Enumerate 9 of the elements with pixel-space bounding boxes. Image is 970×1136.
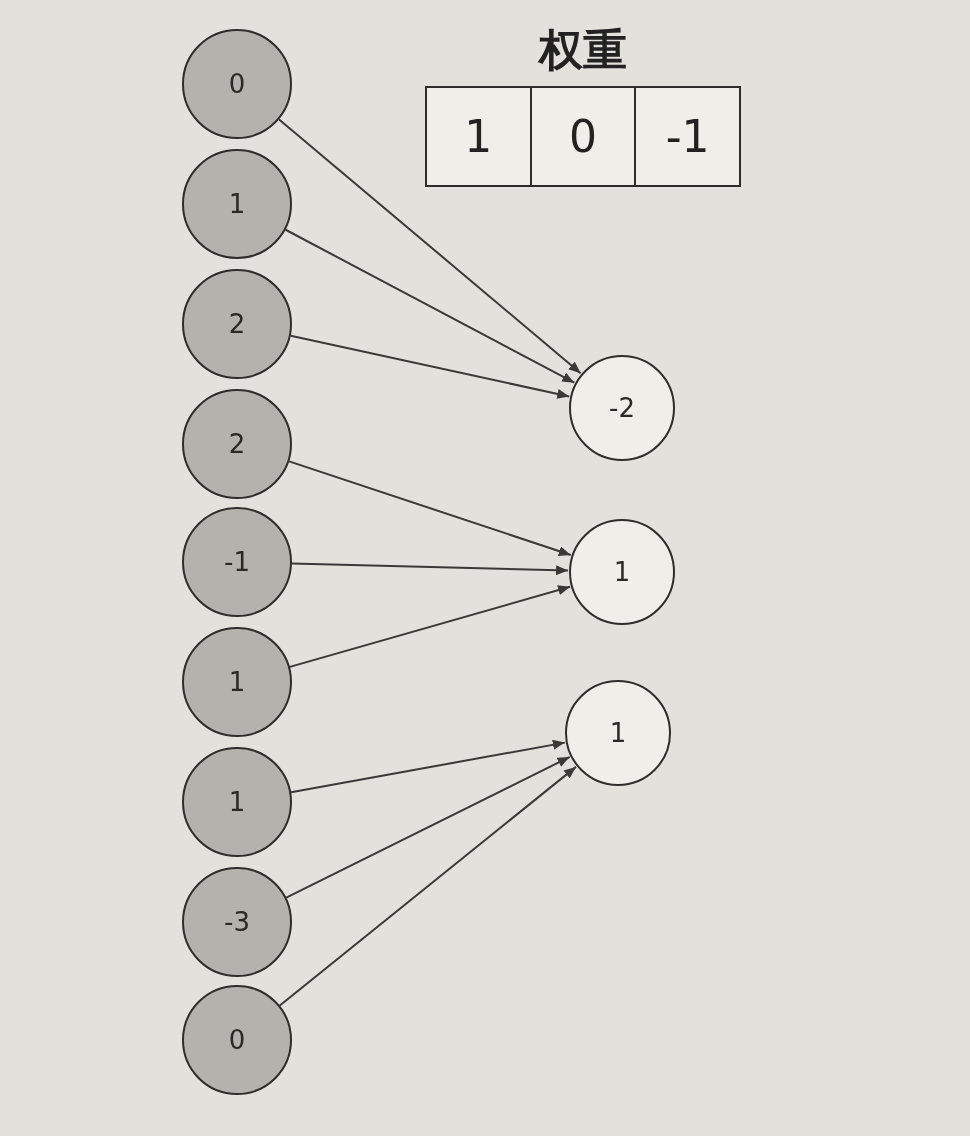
table-cell: 0 [529, 88, 635, 185]
table-heading: 权重 [539, 28, 627, 72]
arrow [285, 756, 571, 899]
table-cell-text: 1 [463, 109, 494, 164]
arrow [278, 765, 577, 1007]
arrow [291, 562, 569, 576]
table-cell: -1 [634, 88, 739, 185]
arrow [278, 118, 582, 375]
arrow [284, 228, 576, 384]
